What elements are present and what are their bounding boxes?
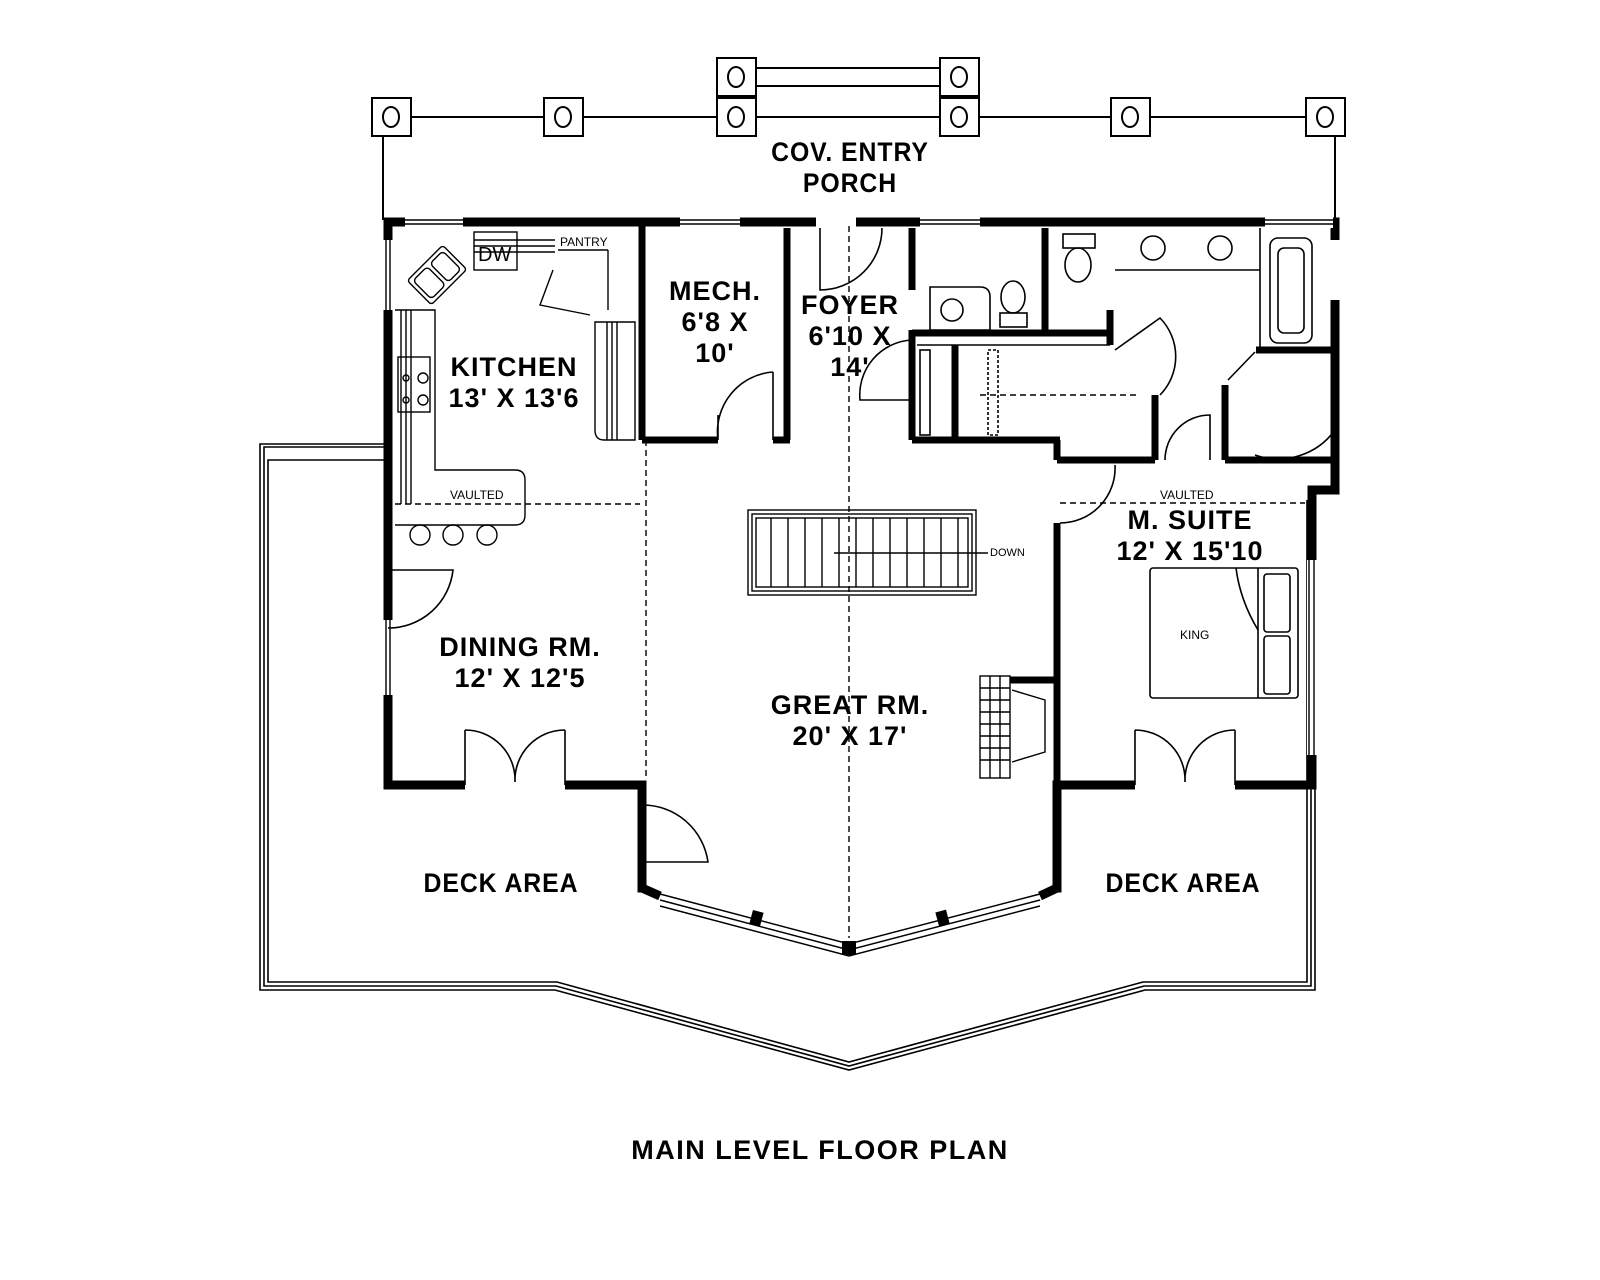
porch-name-line1: COV. ENTRY [771, 137, 929, 167]
foyer-name: FOYER [800, 290, 899, 320]
mech-dims-line1: 6'8 X [681, 307, 749, 338]
dining-dims: 12' X 12'5 [454, 663, 586, 694]
label-mech: MECH. 6'8 X 10' [650, 276, 780, 369]
drawing-title: MAIN LEVEL FLOOR PLAN [631, 1135, 1009, 1165]
deck-outline [259, 443, 1316, 1071]
label-master-suite: M. SUITE 12' X 15'10 [1090, 505, 1290, 567]
kitchen-dims: 13' X 13'6 [448, 383, 580, 414]
kitchen-name: KITCHEN [450, 352, 578, 382]
label-pantry: PANTRY [560, 235, 608, 249]
label-vaulted-suite: VAULTED [1160, 488, 1214, 502]
king-bed [1149, 567, 1299, 699]
label-great-room: GREAT RM. 20' X 17' [750, 690, 950, 752]
great-room-dims: 20' X 17' [792, 721, 908, 752]
master-suite-name: M. SUITE [1127, 505, 1253, 535]
label-dishwasher: DW [478, 244, 512, 266]
label-dining: DINING RM. 12' X 12'5 [420, 632, 620, 694]
bath-fixtures [917, 228, 1313, 436]
kitchen-counters [395, 231, 636, 546]
foyer-dims-line1: 6'10 X [808, 321, 892, 352]
dining-name: DINING RM. [439, 632, 601, 662]
mech-name: MECH. [669, 276, 761, 306]
label-vaulted-kitchen: VAULTED [450, 488, 504, 502]
interior-walls [638, 226, 1335, 800]
great-room-name: GREAT RM. [770, 690, 930, 720]
label-cov-entry-porch: COV. ENTRY PORCH [749, 137, 951, 199]
label-foyer: FOYER 6'10 X 14' [785, 290, 915, 383]
label-stairs-down: DOWN [990, 547, 1025, 559]
bay-window [640, 883, 1059, 957]
label-king-bed: KING [1180, 628, 1210, 642]
label-deck-right: DECK AREA [1105, 868, 1261, 898]
porch-name-line2: PORCH [802, 168, 898, 199]
fireplace [979, 675, 1046, 779]
foyer-dims-line2: 14' [830, 352, 870, 383]
master-suite-dims: 12' X 15'10 [1116, 536, 1264, 567]
label-kitchen: KITCHEN 13' X 13'6 [434, 352, 594, 414]
doors [387, 227, 1336, 863]
label-deck-left: DECK AREA [423, 868, 579, 898]
porch-posts [371, 57, 1346, 220]
mech-dims-line2: 10' [695, 338, 735, 369]
stairs [747, 509, 988, 596]
